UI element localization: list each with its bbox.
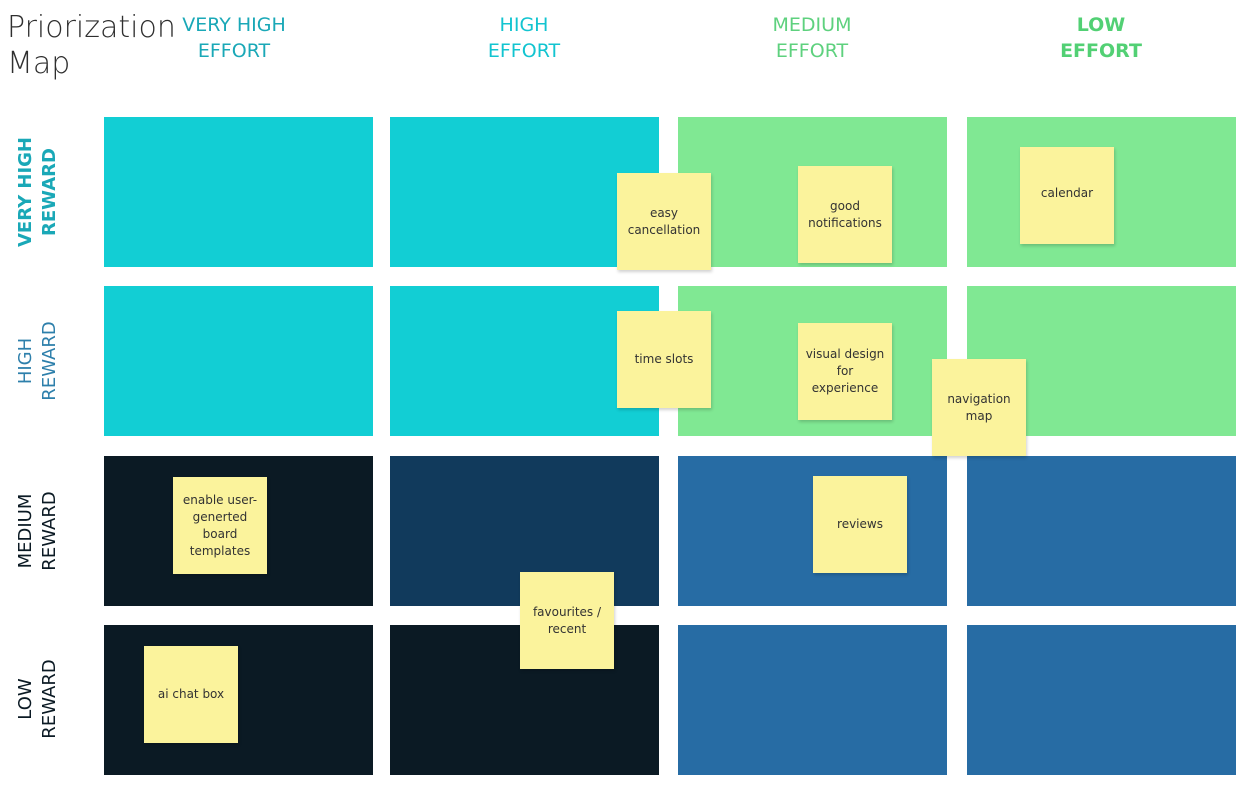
cell-high-reward-high-effort bbox=[390, 286, 659, 436]
sticky-note-reviews[interactable]: reviews bbox=[813, 476, 907, 573]
sticky-note-calendar[interactable]: calendar bbox=[1020, 147, 1114, 244]
cell-low-reward-low-effort bbox=[967, 625, 1236, 775]
cell-very-high-reward-high-effort bbox=[390, 117, 659, 267]
cell-medium-reward-low-effort bbox=[967, 456, 1236, 606]
sticky-note-visual-design[interactable]: visual design for experience bbox=[798, 323, 892, 420]
column-header-high-effort: HIGH EFFORT bbox=[487, 14, 561, 62]
sticky-note-favourites[interactable]: favourites / recent bbox=[520, 572, 614, 669]
page-title: Priorization Map bbox=[7, 10, 176, 81]
cell-high-reward-very-high-effort bbox=[104, 286, 373, 436]
sticky-note-good-notifications[interactable]: good notifications bbox=[798, 166, 892, 263]
row-header-low-reward: LOW REWARD bbox=[15, 659, 60, 739]
sticky-note-ai-chat[interactable]: ai chat box bbox=[144, 646, 238, 743]
cell-very-high-reward-very-high-effort bbox=[104, 117, 373, 267]
column-header-low-effort: LOW EFFORT bbox=[1060, 14, 1142, 62]
sticky-note-easy-cancellation[interactable]: easy cancellation bbox=[617, 173, 711, 270]
sticky-note-navigation-map[interactable]: navigation map bbox=[932, 359, 1026, 456]
row-header-medium-reward: MEDIUM REWARD bbox=[15, 491, 60, 571]
column-header-very-high-effort: VERY HIGH EFFORT bbox=[182, 14, 286, 62]
sticky-note-enable-templates[interactable]: enable user- generted board templates bbox=[173, 477, 267, 574]
sticky-note-time-slots[interactable]: time slots bbox=[617, 311, 711, 408]
column-header-medium-effort: MEDIUM EFFORT bbox=[772, 14, 852, 62]
row-header-high-reward: HIGH REWARD bbox=[15, 321, 60, 401]
row-header-very-high-reward: VERY HIGH REWARD bbox=[15, 137, 60, 248]
cell-low-reward-medium-effort bbox=[678, 625, 947, 775]
